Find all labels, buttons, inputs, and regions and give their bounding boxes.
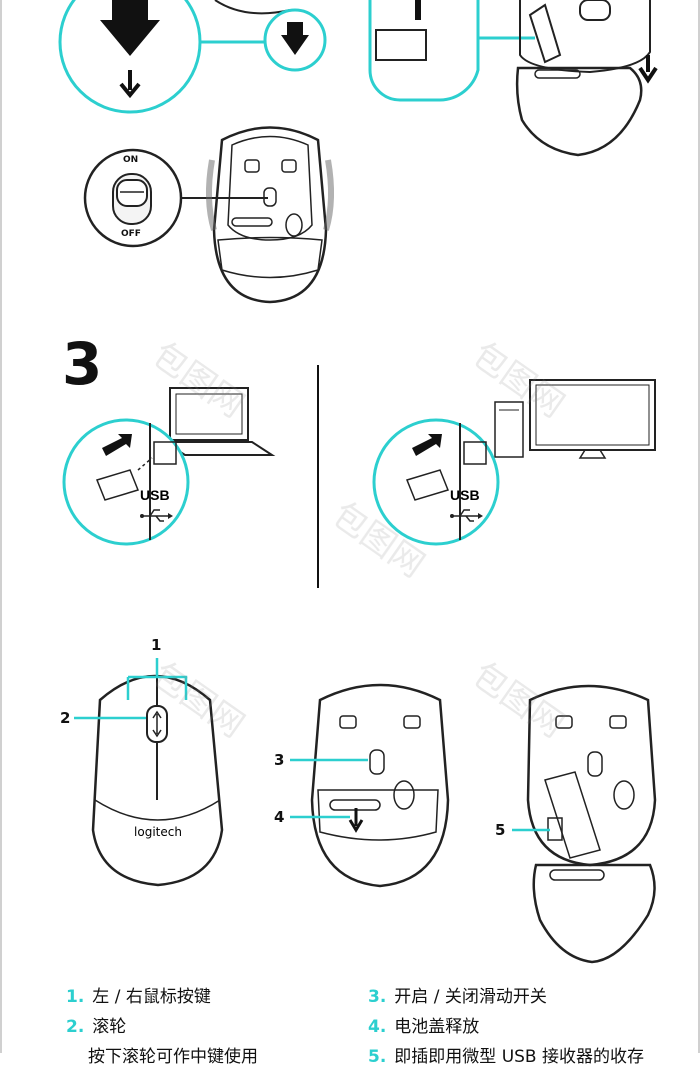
legend-left: 1.左 / 右鼠标按键 2.滚轮 按下滚轮可作中键使用 — [66, 982, 258, 1072]
callout-1: 1 — [151, 636, 162, 654]
legend-item-2: 2.滚轮 — [66, 1017, 127, 1037]
switch-off-label: OFF — [121, 229, 141, 239]
desktop-usb-figure: USB — [372, 379, 656, 546]
top-right-detail — [368, 0, 658, 157]
legend-item-1: 1.左 / 右鼠标按键 — [66, 987, 211, 1007]
callout-3: 3 — [274, 751, 285, 769]
legend-item-4: 4.电池盖释放 — [368, 1017, 480, 1037]
arrow-down-icon — [638, 55, 658, 84]
watermark: 包图网 包图网 包图网 包图网 包图网 — [145, 335, 571, 746]
svg-text:包图网: 包图网 — [465, 655, 571, 746]
usb-label: USB — [450, 487, 480, 503]
legend-right: 3.开启 / 关闭滑动开关 4.电池盖释放 5.即插即用微型 USB 接收器的收… — [368, 982, 644, 1072]
callout-2: 2 — [60, 709, 71, 727]
switch-on-label: ON — [123, 155, 139, 165]
arrow-icon — [102, 434, 132, 456]
arrow-down-icon — [348, 808, 364, 833]
legend-item-3: 3.开启 / 关闭滑动开关 — [368, 987, 547, 1007]
arrow-icon — [412, 434, 442, 456]
callout-4: 4 — [274, 808, 285, 826]
arrow-down-icon — [119, 70, 141, 99]
legend-item-5: 5.即插即用微型 USB 接收器的收存 — [368, 1047, 645, 1067]
brand-logo: logitech — [134, 825, 182, 839]
step-number: 3 — [62, 330, 102, 398]
top-left-detail — [58, 0, 327, 114]
legend-item-2-sub: 按下滚轮可作中键使用 — [88, 1047, 258, 1067]
usb-label: USB — [140, 487, 170, 503]
switch-figure — [83, 126, 335, 304]
laptop-usb-figure: USB — [62, 387, 276, 546]
arrow-down-icon — [100, 0, 160, 56]
svg-text:包图网: 包图网 — [145, 335, 251, 426]
callout-5: 5 — [495, 821, 506, 839]
mouse-open-figure — [512, 684, 657, 964]
arrow-down-icon — [281, 22, 309, 55]
usb-icon — [140, 509, 173, 522]
mouse-bottom-figure — [290, 683, 450, 888]
usb-icon — [450, 509, 483, 522]
mouse-top-figure: logitech — [74, 658, 224, 887]
